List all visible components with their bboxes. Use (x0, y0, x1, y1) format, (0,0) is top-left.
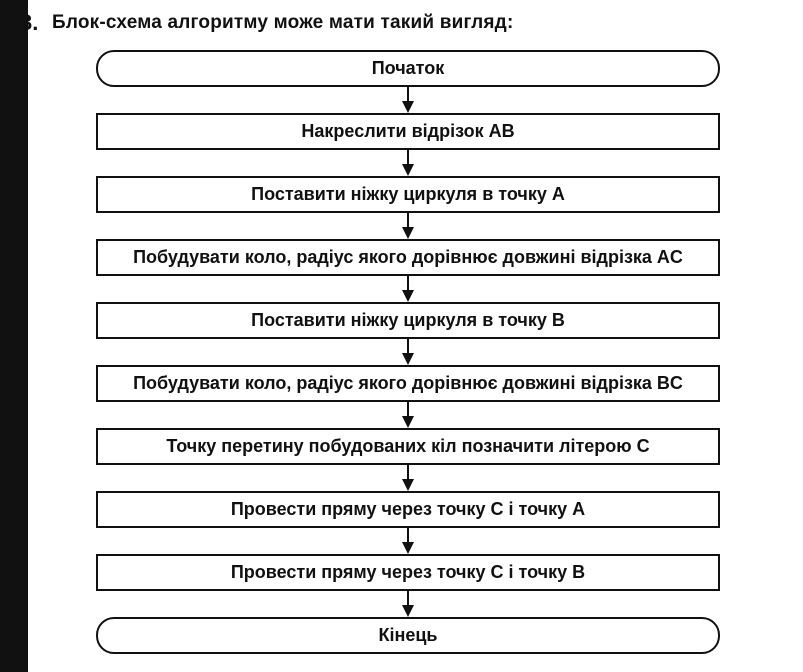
process-block-circle-bc: Побудувати коло, радіус якого дорівнює д… (96, 365, 720, 402)
process-block-draw-segment-ab: Накреслити відрізок AB (96, 113, 720, 150)
arrow-step8-to-end (402, 591, 414, 617)
process-block-compass-at-b: Поставити ніжку циркуля в точку B (96, 302, 720, 339)
block-label: Точку перетину побудованих кіл позначити… (166, 436, 650, 456)
block-label: Поставити ніжку циркуля в точку B (251, 310, 565, 330)
block-label: Початок (371, 58, 445, 78)
left-margin-bar (0, 0, 28, 672)
arrow-step5-to-step6 (402, 402, 414, 428)
task-number: 3. (20, 10, 39, 35)
process-block-line-cb: Провести пряму через точку C і точку B (96, 554, 720, 591)
process-block-mark-point-c: Точку перетину побудованих кіл позначити… (96, 428, 720, 465)
process-block-line-ca: Провести пряму через точку C і точку A (96, 491, 720, 528)
block-label: Накреслити відрізок AB (301, 121, 515, 141)
block-label: Побудувати коло, радіус якого дорівнює д… (133, 373, 683, 393)
arrow-step1-to-step2 (402, 150, 414, 176)
arrow-step3-to-step4 (402, 276, 414, 302)
process-block-circle-ac: Побудувати коло, радіус якого дорівнює д… (96, 239, 720, 276)
block-label: Провести пряму через точку C і точку A (230, 499, 586, 519)
arrow-step2-to-step3 (402, 213, 414, 239)
arrow-start-to-step1 (402, 87, 414, 113)
arrow-step4-to-step5 (402, 339, 414, 365)
process-block-compass-at-a: Поставити ніжку циркуля в точку A (96, 176, 720, 213)
block-label: Провести пряму через точку C і точку B (230, 562, 586, 582)
flowchart-title: Блок-схема алгоритму може мати такий виг… (52, 12, 514, 33)
block-label: Поставити ніжку циркуля в точку A (251, 184, 565, 204)
arrow-step6-to-step7 (402, 465, 414, 491)
arrow-step7-to-step8 (402, 528, 414, 554)
end-block: Кінець (96, 617, 720, 654)
block-label: Побудувати коло, радіус якого дорівнює д… (133, 247, 683, 267)
block-label: Кінець (378, 625, 438, 645)
start-block: Початок (96, 50, 720, 87)
